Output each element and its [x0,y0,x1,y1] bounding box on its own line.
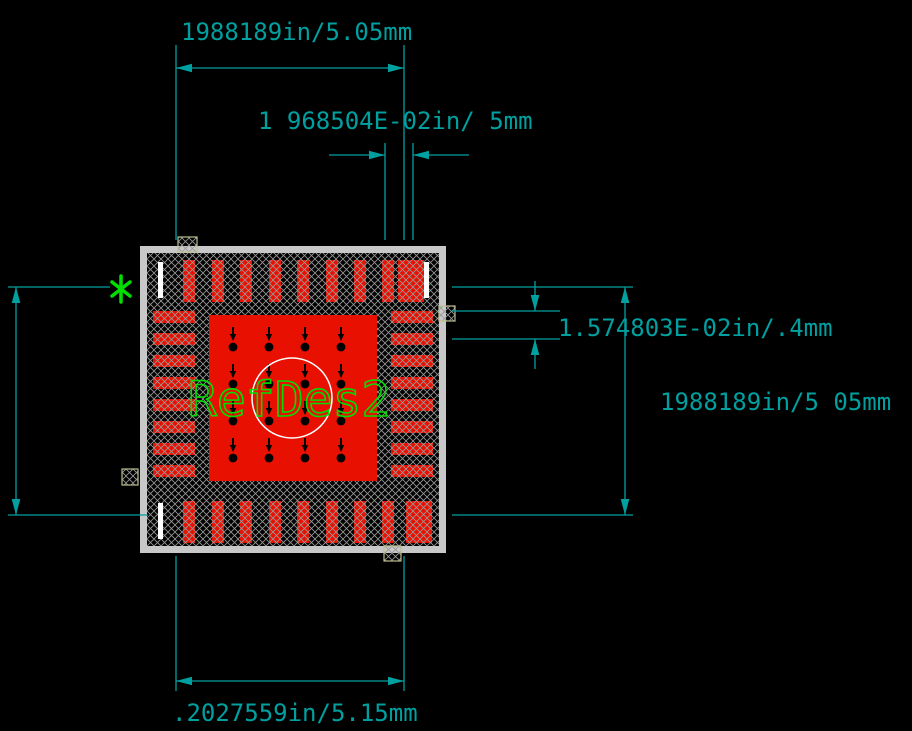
arrowhead-down-icon [11,499,21,515]
dimension-right[interactable]: 1988189in/5 05mm [452,286,891,516]
pin-tick [158,503,163,539]
arrowhead-down-icon [530,295,540,311]
dimension-left[interactable] [8,286,148,516]
arrowhead-left-icon [176,63,192,73]
dimension-pad-width-label: 1.574803E-02in/.4mm [558,314,833,342]
dimension-right-label: 1988189in/5 05mm [660,388,891,416]
arrowhead-up-icon [11,287,21,303]
arrowhead-up-icon [620,287,630,303]
arrowhead-right-icon [388,63,404,73]
dimension-bottom-label: .2027559in/5.15mm [172,699,418,727]
arrowhead-right-icon [388,676,404,686]
pin1-tick [158,262,163,298]
marker-square[interactable] [177,236,198,253]
arrowhead-left-icon [413,150,429,160]
courtyard-frame[interactable] [140,246,446,553]
thermal-pad[interactable] [209,315,377,481]
refdes-label[interactable]: RefDes2 [187,371,391,429]
arrowhead-right-icon [369,150,385,160]
dimension-pad-pitch-label: 1 968504E-02in/ 5mm [258,107,533,135]
dimension-top[interactable]: 1988189in/5.05mm [175,18,412,240]
marker-square[interactable] [438,305,456,322]
dimension-pad-width[interactable]: 1.574803E-02in/.4mm [452,281,833,369]
footprint[interactable]: RefDes2 [140,246,446,553]
marker-square[interactable] [121,468,139,486]
placement-circle-icon [251,357,333,439]
dimension-pad-pitch[interactable]: 1 968504E-02in/ 5mm [258,107,533,240]
origin-star-icon[interactable] [110,274,132,304]
dimension-bottom[interactable]: .2027559in/5.15mm [172,556,418,727]
dimension-top-label: 1988189in/5.05mm [181,18,412,46]
arrowhead-down-icon [620,499,630,515]
arrowhead-up-icon [530,339,540,355]
marker-square[interactable] [383,545,402,562]
pin-tick [424,262,429,298]
arrowhead-left-icon [176,676,192,686]
